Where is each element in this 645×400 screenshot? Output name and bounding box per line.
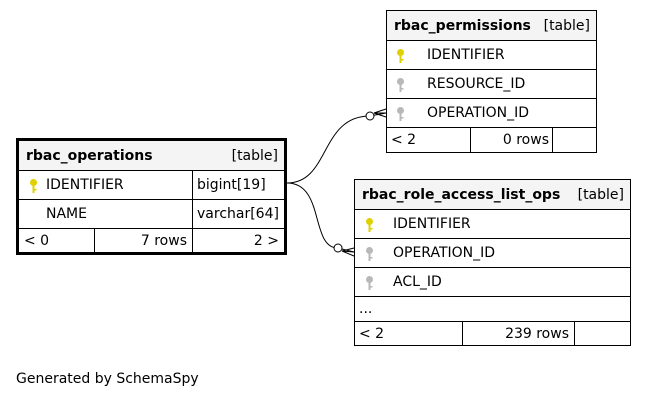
row-count: 7 rows bbox=[140, 232, 187, 249]
more-columns-row: ... bbox=[355, 296, 630, 321]
parents-link[interactable]: < 2 bbox=[359, 325, 385, 342]
table-rbac-permissions[interactable]: rbac_permissions [table] IDENTIFIER RESO… bbox=[386, 10, 597, 153]
crows-foot-icon bbox=[341, 247, 355, 257]
column-row[interactable]: RESOURCE_ID bbox=[387, 69, 596, 98]
divider bbox=[192, 171, 193, 199]
foreign-key-icon bbox=[397, 107, 404, 121]
table-header: rbac_operations [table] bbox=[19, 141, 284, 170]
row-count: 0 rows bbox=[502, 132, 549, 148]
column-name: IDENTIFIER bbox=[46, 177, 124, 193]
foreign-key-icon bbox=[366, 276, 373, 290]
row-count: 239 rows bbox=[505, 325, 569, 342]
column-type: bigint[19] bbox=[197, 177, 266, 193]
column-row[interactable]: ACL_ID bbox=[355, 267, 630, 296]
generated-by-text: Generated by SchemaSpy bbox=[16, 371, 199, 387]
table-name: rbac_permissions bbox=[394, 17, 531, 34]
parents-link[interactable]: < 0 bbox=[24, 232, 50, 249]
divider bbox=[574, 322, 575, 345]
table-type: [table] bbox=[543, 17, 590, 34]
table-header: rbac_permissions [table] bbox=[387, 11, 596, 40]
divider bbox=[192, 200, 193, 228]
primary-key-icon bbox=[397, 49, 404, 63]
table-rbac-role-access-list-ops[interactable]: rbac_role_access_list_ops [table] IDENTI… bbox=[354, 179, 631, 346]
parents-link[interactable]: < 2 bbox=[391, 132, 417, 148]
table-type: [table] bbox=[231, 147, 278, 164]
table-rbac-operations[interactable]: rbac_operations [table] IDENTIFIER bigin… bbox=[16, 138, 287, 255]
table-name: rbac_role_access_list_ops bbox=[362, 186, 561, 203]
ellipsis: ... bbox=[359, 301, 373, 317]
table-header: rbac_role_access_list_ops [table] bbox=[355, 180, 630, 209]
relationship-operations-to-role-access bbox=[286, 182, 355, 253]
table-name: rbac_operations bbox=[26, 147, 153, 164]
primary-key-icon bbox=[30, 179, 37, 193]
column-name: ACL_ID bbox=[393, 274, 442, 290]
column-name: NAME bbox=[46, 206, 87, 222]
column-row[interactable]: IDENTIFIER bbox=[387, 40, 596, 69]
relationship-operations-to-permissions bbox=[286, 112, 387, 184]
divider bbox=[192, 229, 193, 252]
divider bbox=[552, 128, 553, 152]
foreign-key-icon bbox=[397, 78, 404, 92]
column-name: RESOURCE_ID bbox=[427, 76, 526, 92]
column-row[interactable]: OPERATION_ID bbox=[387, 98, 596, 127]
table-footer: < 2 239 rows bbox=[355, 321, 630, 345]
divider bbox=[94, 229, 95, 252]
column-name: IDENTIFIER bbox=[393, 216, 471, 232]
optional-marker-icon bbox=[365, 111, 375, 121]
table-footer: < 2 0 rows bbox=[387, 127, 596, 152]
column-row[interactable]: IDENTIFIER bigint[19] bbox=[19, 170, 284, 199]
optional-marker-icon bbox=[333, 243, 343, 253]
column-row[interactable]: OPERATION_ID bbox=[355, 238, 630, 267]
column-name: OPERATION_ID bbox=[393, 245, 496, 261]
divider bbox=[470, 128, 471, 152]
column-row[interactable]: IDENTIFIER bbox=[355, 209, 630, 238]
column-row[interactable]: NAME varchar[64] bbox=[19, 199, 284, 228]
primary-key-icon bbox=[366, 218, 373, 232]
column-type: varchar[64] bbox=[197, 206, 279, 222]
divider bbox=[462, 322, 463, 345]
children-link[interactable]: 2 > bbox=[253, 232, 279, 249]
column-name: IDENTIFIER bbox=[427, 47, 505, 63]
table-type: [table] bbox=[577, 186, 624, 203]
column-name: OPERATION_ID bbox=[427, 105, 530, 121]
table-footer: < 0 7 rows 2 > bbox=[19, 228, 284, 252]
crows-foot-icon bbox=[373, 108, 387, 118]
foreign-key-icon bbox=[366, 247, 373, 261]
